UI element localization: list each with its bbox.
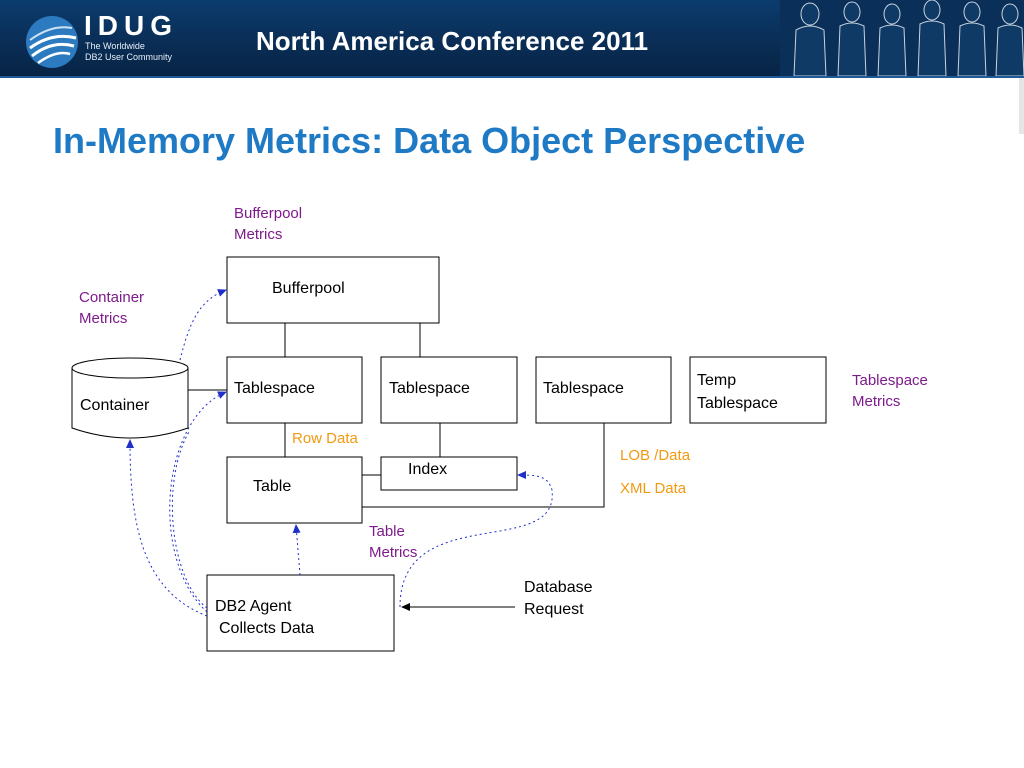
arrow-to-tablespace — [169, 391, 227, 613]
table-metrics-line-1: Table — [369, 523, 405, 540]
xml-data-label: XML Data — [620, 480, 687, 497]
bufferpool-metrics-line-2: Metrics — [234, 226, 283, 243]
slide-title: In-Memory Metrics: Data Object Perspecti… — [53, 120, 806, 161]
bufferpool-box — [226, 256, 440, 324]
logo-text: IDUG — [84, 10, 178, 41]
logo-subtitle: The Worldwide DB2 User Community — [85, 41, 185, 63]
container-metrics-line-1: Container — [79, 289, 145, 306]
tablespace-label-3: Tablespace — [543, 380, 624, 397]
database-request-line-1: Database — [524, 579, 593, 596]
edge-bar — [1019, 78, 1024, 134]
logo-subtitle-line-1: The Worldwide — [85, 41, 145, 51]
crowd-silhouette-image — [780, 0, 1024, 76]
row-data-label: Row Data — [292, 430, 358, 447]
connector-lines — [188, 323, 605, 508]
arrow-agent-left-curve — [171, 429, 208, 609]
agent-label-line-1: DB2 Agent — [215, 598, 292, 615]
lob-data-label: LOB /Data — [620, 447, 691, 464]
tablespace-box-2 — [380, 356, 518, 424]
arrow-to-container — [126, 439, 208, 617]
arrow-to-bufferpool — [179, 289, 227, 361]
bufferpool-metrics-line-1: Bufferpool — [234, 205, 303, 222]
temp-tablespace-label-line-2: Tablespace — [697, 395, 778, 412]
tablespace-label-1: Tablespace — [234, 380, 315, 397]
globe-logo-icon — [26, 16, 78, 68]
header-banner: IDUG The Worldwide DB2 User Community No… — [0, 0, 1024, 76]
conference-title: North America Conference 2011 — [256, 26, 649, 56]
index-box — [380, 456, 518, 491]
index-label: Index — [408, 461, 448, 478]
container-metrics-line-2: Metrics — [79, 310, 128, 327]
table-metrics-line-2: Metrics — [369, 544, 418, 561]
tablespace-box-1 — [226, 356, 363, 424]
arrow-to-index — [399, 471, 553, 608]
tablespace-metrics-line-2: Metrics — [852, 393, 901, 410]
temp-tablespace-label-line-1: Temp — [697, 372, 737, 389]
database-request-line-2: Request — [524, 601, 584, 618]
container-label: Container — [80, 397, 150, 414]
banner-divider — [0, 76, 1024, 78]
container-cylinder — [71, 357, 189, 439]
tablespace-metrics-line-1: Tablespace — [852, 372, 928, 389]
temp-tablespace-box — [689, 356, 827, 424]
agent-label-line-2: Collects Data — [219, 620, 315, 637]
table-box — [226, 456, 363, 524]
bufferpool-label: Bufferpool — [272, 280, 345, 297]
logo-subtitle-line-2: DB2 User Community — [85, 52, 173, 62]
tablespace-label-2: Tablespace — [389, 380, 470, 397]
tablespace-box-3 — [535, 356, 672, 424]
metric-arrows — [126, 289, 553, 617]
table-label: Table — [253, 478, 292, 495]
agent-box — [206, 574, 395, 652]
arrow-to-table — [292, 524, 301, 576]
